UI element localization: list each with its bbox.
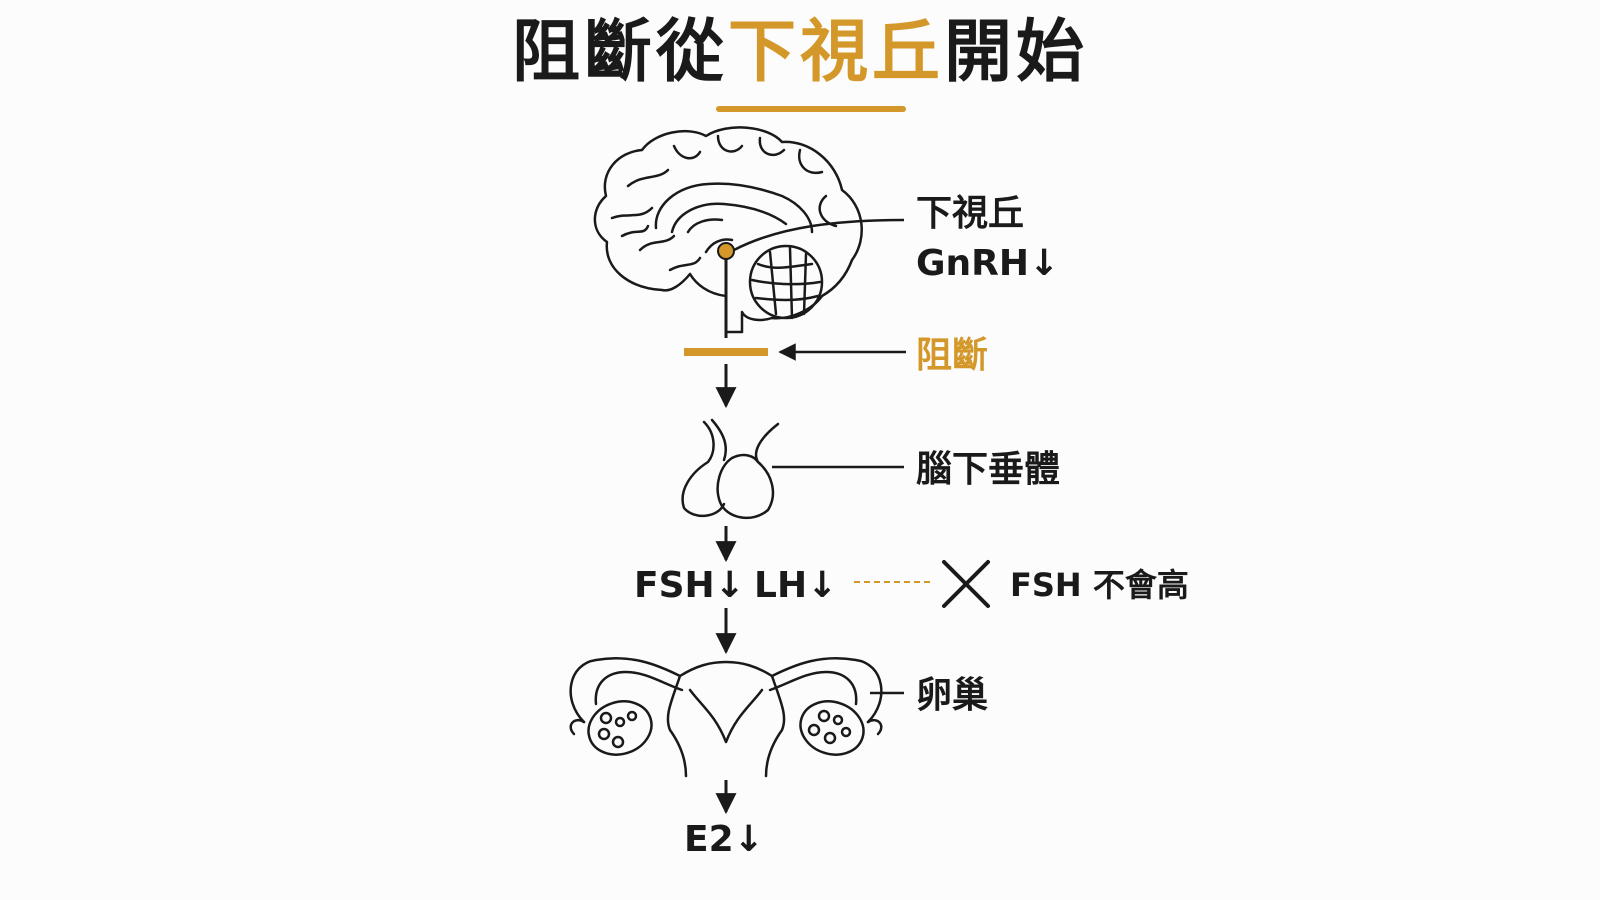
page-title: 阻斷從下視丘開始 bbox=[0, 12, 1600, 94]
label-fsh: FSH↓ bbox=[634, 565, 745, 606]
uterus-ovary-icon bbox=[569, 656, 883, 778]
label-e2: E2↓ bbox=[684, 819, 764, 860]
x-mark-icon bbox=[942, 560, 990, 608]
label-ovary: 卵巢 bbox=[916, 675, 989, 716]
label-gnrh: GnRH↓ bbox=[916, 243, 1060, 284]
label-lh: LH↓ bbox=[754, 565, 838, 606]
hypothalamus-dot bbox=[717, 242, 735, 260]
label-fsh-not-high: FSH 不會高 bbox=[1010, 566, 1189, 604]
block-bar bbox=[684, 348, 768, 356]
brain-icon bbox=[593, 126, 863, 334]
title-suffix: 開始 bbox=[944, 13, 1089, 92]
label-pituitary: 腦下垂體 bbox=[916, 449, 1061, 490]
hypothalamus-leader bbox=[733, 218, 905, 252]
label-block: 阻斷 bbox=[916, 335, 989, 376]
title-underline bbox=[716, 106, 906, 112]
pituitary-icon bbox=[681, 418, 780, 519]
label-hypothalamus: 下視丘 bbox=[916, 193, 1025, 234]
title-highlight: 下視丘 bbox=[727, 13, 944, 92]
title-prefix: 阻斷從 bbox=[511, 13, 728, 92]
